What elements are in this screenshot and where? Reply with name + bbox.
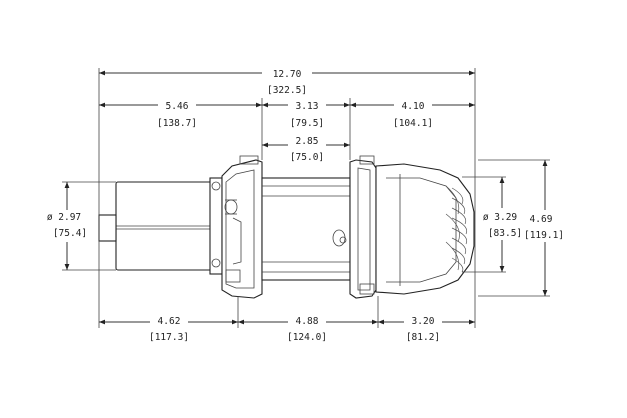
drum-span-in: 3.13 [296,101,319,112]
dim-overall-length: 12.70 [322.5] [99,66,475,96]
dim-gear-side: 4.10 [104.1] [350,99,475,129]
dim-mount-left: 4.62 [117.3] [99,316,238,343]
motor-diameter-mm: [75.4] [53,228,87,239]
motor-side-in: 5.46 [166,101,189,112]
mount-center-in: 4.88 [296,316,319,327]
winch-body [98,155,475,299]
gearbox-housing [375,163,475,295]
mount-center-mm: [124.0] [287,332,327,343]
motor-diameter-in: ø 2.97 [47,212,81,223]
drum-length-mm: [75.0] [290,152,324,163]
gear-side-mm: [104.1] [393,118,433,129]
mount-right-in: 3.20 [412,316,435,327]
motor [98,177,223,275]
gear-diameter-mm: [83.5] [488,228,522,239]
mount-left-in: 4.62 [158,316,181,327]
right-end-bracket [349,155,377,299]
dim-mount-right: 3.20 [81.2] [378,316,475,343]
overall-height-mm: [119.1] [524,230,564,241]
overall-length-in: 12.70 [273,69,302,80]
gear-diameter-in: ø 3.29 [483,212,518,223]
dim-mount-center: 4.88 [124.0] [238,316,378,343]
dim-motor-side: 5.46 [138.7] [99,99,262,129]
dim-motor-diameter: ø 2.97 [75.4] [40,182,88,270]
dim-drum-length: 2.85 [75.0] [262,136,350,163]
gear-side-in: 4.10 [402,101,425,112]
overall-height-in: 4.69 [530,214,553,225]
drum-span-mm: [79.5] [290,118,324,129]
drum-length-in: 2.85 [296,136,319,147]
left-end-bracket [221,155,263,299]
dim-drum-span: 3.13 [79.5] [262,99,350,129]
dim-gear-diameter: ø 3.29 [83.5] [478,177,524,272]
overall-length-mm: [322.5] [267,85,307,96]
mount-left-mm: [117.3] [149,332,189,343]
drum [261,177,351,281]
dim-overall-height: 4.69 [119.1] [524,160,566,296]
mount-right-mm: [81.2] [406,332,440,343]
motor-side-mm: [138.7] [157,118,197,129]
